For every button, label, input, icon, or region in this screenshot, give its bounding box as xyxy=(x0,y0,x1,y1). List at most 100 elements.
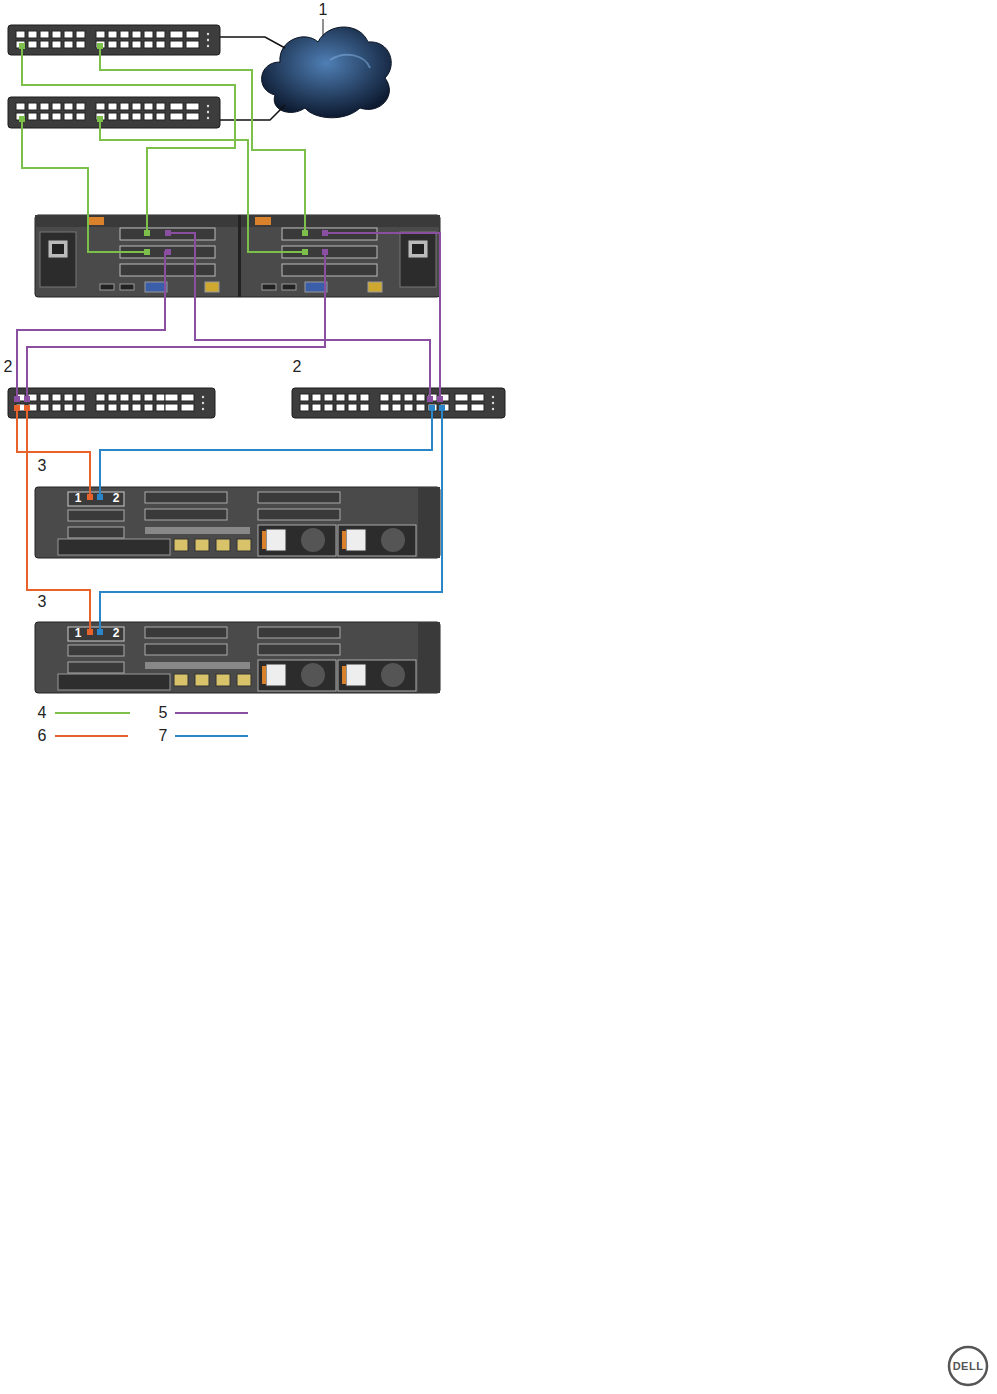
network-switch xyxy=(8,97,220,128)
network-switch xyxy=(108,404,117,411)
storage-enclosure xyxy=(48,240,68,258)
network-switch xyxy=(8,388,215,418)
storage-enclosure xyxy=(52,244,64,254)
network-switch xyxy=(64,394,73,401)
blue-cable xyxy=(100,408,432,497)
network-switch xyxy=(392,394,401,401)
network-switch xyxy=(40,103,49,110)
host-server xyxy=(216,674,230,686)
network-switch xyxy=(416,404,425,411)
port-number: 2 xyxy=(113,627,120,639)
network-switch xyxy=(40,404,49,411)
callout-number: 3 xyxy=(38,458,47,474)
legend-line xyxy=(55,735,128,737)
network-switch xyxy=(336,394,345,401)
network-switch xyxy=(96,394,105,401)
network-switch xyxy=(471,394,484,401)
host-server xyxy=(145,527,250,534)
port-marker xyxy=(19,116,25,122)
port-marker xyxy=(322,249,328,255)
host-server xyxy=(174,539,188,551)
port-marker xyxy=(302,230,308,236)
storage-enclosure xyxy=(88,217,104,225)
network-switch xyxy=(207,117,209,119)
network-switch xyxy=(52,41,61,48)
network-switch xyxy=(64,31,73,38)
purple-cable xyxy=(27,252,325,396)
network-switch xyxy=(392,404,401,411)
host-server xyxy=(258,492,340,503)
network-switch xyxy=(312,404,321,411)
host-server xyxy=(216,539,230,551)
network-switch xyxy=(292,388,505,418)
storage-enclosure xyxy=(238,215,241,297)
network-switch xyxy=(186,41,199,48)
network-switch xyxy=(40,113,49,120)
network-switch xyxy=(186,31,199,38)
network-switch xyxy=(64,113,73,120)
host-server xyxy=(301,663,325,687)
network-switch xyxy=(28,113,37,120)
network-switch xyxy=(132,103,141,110)
network-switch xyxy=(380,394,389,401)
host-server xyxy=(338,525,416,556)
host-server xyxy=(346,529,366,551)
host-server xyxy=(68,492,124,506)
network-switch xyxy=(120,404,129,411)
network-switch xyxy=(64,103,73,110)
host-server xyxy=(145,509,227,520)
callout-number: 3 xyxy=(38,594,47,610)
blue-cable xyxy=(100,408,442,632)
green-cable xyxy=(100,120,305,252)
network-switch xyxy=(52,31,61,38)
host-server xyxy=(145,627,227,638)
network-switch xyxy=(108,41,117,48)
network-switch xyxy=(40,41,49,48)
purple-cable xyxy=(325,233,440,396)
blue-cable xyxy=(100,408,442,632)
green-cable xyxy=(22,48,305,252)
storage-enclosure xyxy=(35,215,440,297)
network-switch xyxy=(52,113,61,120)
network-switch xyxy=(186,113,199,120)
host-server xyxy=(68,645,124,656)
leader-line xyxy=(323,19,324,36)
host-server xyxy=(195,539,209,551)
storage-enclosure xyxy=(255,217,271,225)
storage-enclosure xyxy=(205,282,219,292)
host-server xyxy=(338,660,416,691)
network-switch xyxy=(404,394,413,401)
network-switch xyxy=(76,394,85,401)
network-switch xyxy=(348,404,357,411)
purple-cable xyxy=(168,233,430,396)
network-switch xyxy=(64,41,73,48)
port-marker xyxy=(14,396,20,402)
network-switch xyxy=(120,394,129,401)
network-switch xyxy=(52,394,61,401)
network-switch xyxy=(165,404,178,411)
logo-ring xyxy=(949,1347,987,1385)
network-switch xyxy=(416,394,425,401)
host-server xyxy=(258,525,336,556)
host-server xyxy=(258,509,340,520)
network-switch xyxy=(404,404,413,411)
host-server xyxy=(174,674,188,686)
port-marker xyxy=(437,396,443,402)
network-switch xyxy=(324,394,333,401)
host-server xyxy=(301,528,325,552)
port-marker xyxy=(97,43,103,49)
host-server xyxy=(35,622,440,693)
port-marker xyxy=(429,405,435,411)
port-marker xyxy=(165,249,171,255)
network-switch xyxy=(156,41,165,48)
network-switch xyxy=(156,113,165,120)
storage-enclosure xyxy=(282,284,296,290)
callout-number: 1 xyxy=(319,2,328,18)
network-switch xyxy=(96,103,105,110)
network-switch xyxy=(144,404,153,411)
host-server xyxy=(381,528,405,552)
host-server xyxy=(58,674,170,690)
network-switch xyxy=(76,41,85,48)
network-switch xyxy=(202,408,204,410)
